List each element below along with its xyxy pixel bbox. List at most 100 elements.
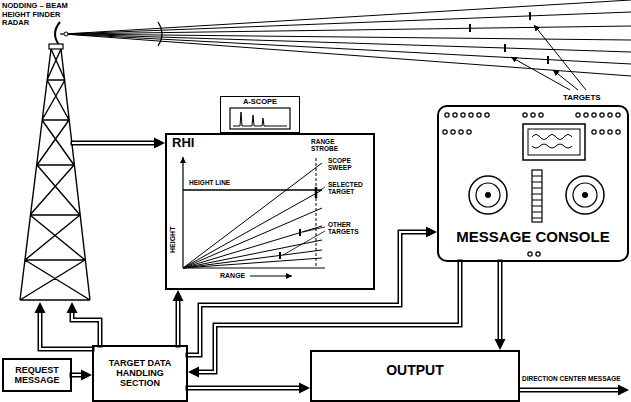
target-pointer [553,70,578,90]
connector-arrow [188,262,460,378]
connector-arrowhead [35,302,46,313]
box-label: HEIGHT LINE [189,179,230,186]
text-holder: MESSAGE CONSOLE [439,228,627,245]
console-light [445,115,619,254]
box-label: A-SCOPE [243,98,277,107]
console-knob [566,176,604,214]
console-display [523,124,585,160]
connector-line-core [72,312,100,345]
console-knob [573,183,597,207]
range-arrow [250,276,292,277]
range-axis [183,267,325,268]
radar-dish [55,22,60,46]
target-blip [470,12,548,64]
text-holder: RANGE STROBE [311,138,355,153]
process-box: OUTPUT [310,350,520,402]
connector-line-core [188,232,427,355]
callout-label: TARGETS [563,93,601,102]
target-pointer [534,25,586,90]
text-holder: HEIGHT [169,253,195,261]
connector-arrow [67,302,101,345]
box-label: REQUEST MESSAGE [7,365,67,386]
connector-line [196,262,460,372]
console-knob [476,183,500,207]
a-scope-display: A-SCOPE [220,96,300,133]
connector-arrowhead [299,383,310,394]
connector-arrowhead [81,370,92,381]
connector-arrowhead [154,138,165,149]
console-light-face [445,115,619,254]
other-target-blip [280,229,300,259]
text-holder: TARGET DATA HANDLING SECTION [94,358,186,389]
connector-line-core [40,312,92,349]
box-label: HEIGHT [169,227,177,253]
connector-arrow [188,227,437,356]
console-slider [532,170,542,222]
connector-line [188,232,429,355]
text-holder: OUTPUT [312,362,518,378]
scope-sweep-lines [183,163,322,268]
box-label: SELECTED TARGET [328,181,368,196]
message-console: MESSAGE CONSOLE [437,105,629,262]
connector-line [73,141,157,146]
connector-arrowhead [188,367,199,378]
tower-lattice [20,49,90,300]
console-slider-hatch [532,176,542,218]
connector-arrow [73,138,165,149]
selected-target-blip [315,187,318,198]
connector-arrowhead [426,227,437,238]
text-holder: SELECTED TARGET [328,181,368,196]
output-arrow [520,388,621,393]
tower-platform [49,44,63,49]
connector-arrowhead [495,339,506,350]
connector-arrowhead [67,302,78,313]
box-label: SCOPE SWEEP [328,157,368,172]
radar-beam [64,0,631,76]
connector-line [40,310,92,349]
box-label: RANGE STROBE [311,138,355,153]
text-holder: TARGETS [563,93,601,102]
connector-arrow [173,290,184,345]
box-label: TARGET DATA HANDLING SECTION [102,358,178,389]
connector-arrow [35,302,93,349]
box-label: OTHER TARGETS [328,221,368,236]
text-holder: RANGE [220,272,245,280]
process-box: REQUEST MESSAGE [2,358,72,392]
output-arrowhead [618,385,629,396]
target-pointer [511,57,570,90]
rhi-display: RHI RANGE STROBE SCOPE SWEEP HEIGHT LINE SEL… [165,133,375,290]
text-holder: NODDING – BEAM HEIGHT FINDER RADAR [2,2,76,28]
leader-line [283,187,325,255]
text-holder: RHI [172,136,194,151]
connector-line-core [198,262,460,372]
connector-line [176,298,181,345]
box-label: NODDING – BEAM HEIGHT FINDER RADAR [2,2,76,28]
connector-line [498,262,503,342]
connector-line-core [73,142,155,144]
text-holder: A-SCOPE [221,98,299,107]
console-knob [469,176,507,214]
connector-arrow [72,370,92,381]
height-axis [182,157,183,268]
console-knob [582,192,588,198]
text-holder: HEIGHT LINE [189,179,230,186]
a-scope-screen [230,108,290,129]
radar-tower: NODDING – BEAM HEIGHT FINDER RADAR [0,0,92,302]
beam-wavefront [158,22,162,46]
height-line [183,189,322,191]
range-strobe [316,158,317,268]
a-scope-trace [233,112,287,126]
connector-line [72,310,100,345]
text-holder: DIRECTION CENTER MESSAGE [522,375,621,382]
text-holder: REQUEST MESSAGE [4,365,70,386]
text-holder: SCOPE SWEEP [328,157,368,172]
signal-label: DIRECTION CENTER MESSAGE [522,375,621,382]
connector-line-core [499,262,501,340]
box-label: RANGE [220,272,245,280]
connector-arrow [495,262,506,350]
feed-horn-tip [64,32,68,36]
connector-arrowhead [173,290,184,301]
